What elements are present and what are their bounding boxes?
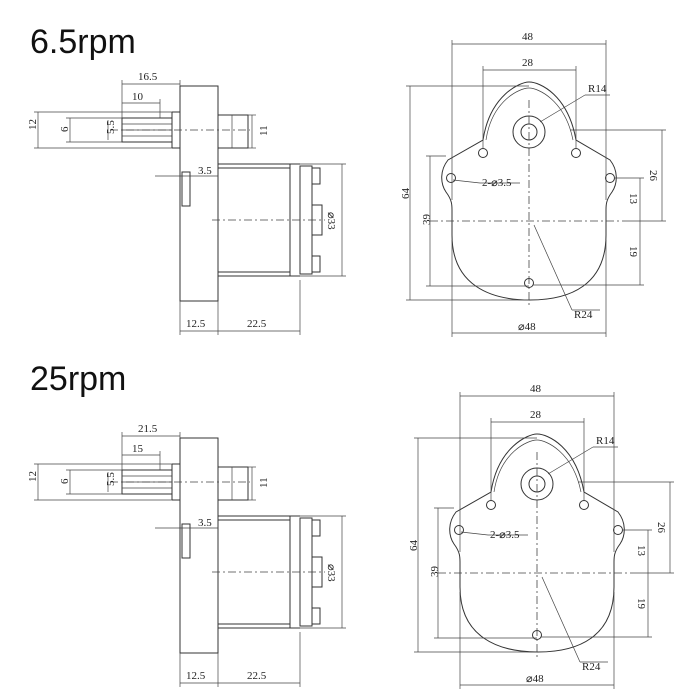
dim-r24: R24 bbox=[574, 309, 593, 321]
dim-dia-48: ⌀48 bbox=[518, 321, 536, 333]
dim-r14: R14 bbox=[596, 435, 615, 447]
dim-21-5: 21.5 bbox=[138, 423, 158, 435]
dim-dia-33: ⌀33 bbox=[325, 212, 337, 230]
dim-39: 39 bbox=[429, 566, 441, 578]
dim-r14: R14 bbox=[588, 83, 607, 95]
side-view-25rpm: 12 6 5.5 21.5 15 11 3.5 ⌀33 12.5 22.5 bbox=[27, 423, 347, 688]
dim-48: 48 bbox=[530, 383, 542, 395]
dim-28: 28 bbox=[522, 57, 534, 69]
dim-10: 10 bbox=[132, 91, 144, 103]
dim-dia-33: ⌀33 bbox=[325, 564, 337, 582]
front-view-25rpm: 48 28 R14 64 39 2-⌀3.5 26 13 19 R24 ⌀48 bbox=[408, 383, 675, 690]
dim-5-5: 5.5 bbox=[105, 472, 117, 486]
dim-16-5: 16.5 bbox=[138, 71, 158, 83]
dim-64: 64 bbox=[400, 188, 412, 200]
dim-3-5: 3.5 bbox=[198, 517, 212, 529]
dim-22-5: 22.5 bbox=[247, 670, 267, 682]
title-25rpm: 25rpm bbox=[30, 360, 127, 398]
dim-11: 11 bbox=[258, 477, 270, 488]
dim-dia-48: ⌀48 bbox=[526, 673, 544, 685]
dim-5-5: 5.5 bbox=[105, 120, 117, 134]
dim-22-5: 22.5 bbox=[247, 318, 267, 330]
dim-12-5: 12.5 bbox=[186, 318, 206, 330]
dim-19: 19 bbox=[635, 598, 647, 610]
dim-13: 13 bbox=[627, 193, 639, 205]
dim-12-5: 12.5 bbox=[186, 670, 206, 682]
front-view-6-5rpm: 48 28 R14 64 39 2-⌀3.5 26 13 19 R24 ⌀48 bbox=[400, 31, 667, 338]
dim-12: 12 bbox=[27, 471, 39, 482]
dim-holes: 2-⌀3.5 bbox=[482, 177, 512, 189]
dim-26: 26 bbox=[647, 170, 659, 182]
dim-19: 19 bbox=[627, 246, 639, 258]
side-view-6-5rpm: 12 6 5.5 16.5 10 11 3.5 ⌀33 12.5 22.5 bbox=[27, 71, 347, 336]
title-6-5rpm: 6.5rpm bbox=[30, 23, 136, 61]
dim-holes: 2-⌀3.5 bbox=[490, 529, 520, 541]
dim-15: 15 bbox=[132, 443, 144, 455]
dim-39: 39 bbox=[421, 214, 433, 226]
dim-12: 12 bbox=[27, 119, 39, 130]
dim-3-5: 3.5 bbox=[198, 165, 212, 177]
dim-6: 6 bbox=[59, 478, 71, 484]
dim-26: 26 bbox=[655, 522, 667, 534]
dim-13: 13 bbox=[635, 545, 647, 557]
dim-28: 28 bbox=[530, 409, 542, 421]
dim-6: 6 bbox=[59, 126, 71, 132]
dim-r24: R24 bbox=[582, 661, 601, 673]
dim-11: 11 bbox=[258, 125, 270, 136]
dim-48: 48 bbox=[522, 31, 534, 43]
dim-64: 64 bbox=[408, 540, 420, 552]
